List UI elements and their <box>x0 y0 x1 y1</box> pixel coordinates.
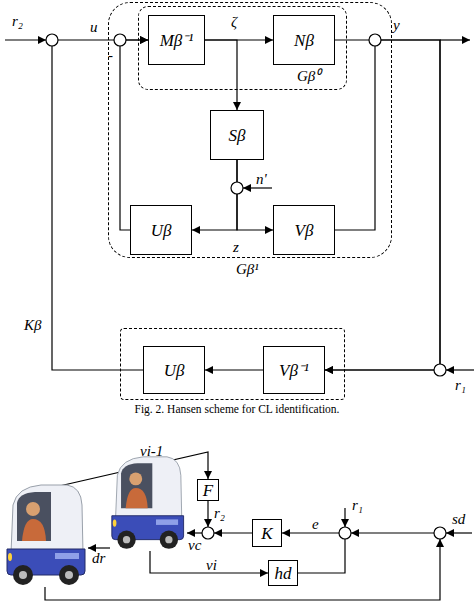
controller-block: K <box>252 519 282 547</box>
signal-label: r₁ <box>455 378 466 393</box>
transfer-block: Uβ <box>130 205 192 255</box>
noise-wire <box>243 187 272 188</box>
summing-junction <box>46 34 58 46</box>
signal-connector <box>325 40 440 370</box>
summing-junction <box>202 527 214 539</box>
block-label: Sβ <box>229 127 246 144</box>
signal-label: r₂ <box>214 506 225 521</box>
transfer-block: Mβ⁻¹ <box>148 15 205 65</box>
transfer-block: Vβ <box>273 205 335 255</box>
transfer-block: Uβ <box>143 346 205 394</box>
signal-wire <box>214 532 252 533</box>
block-label: Uβ <box>151 222 172 239</box>
signal-wire <box>351 532 434 533</box>
signal-label: u <box>90 20 98 35</box>
group-label: Gβ¹ <box>236 262 259 277</box>
signal-wire <box>207 501 208 527</box>
signal-connector <box>325 40 440 370</box>
input-wire <box>5 39 46 40</box>
summing-junction <box>434 364 446 376</box>
summing-junction <box>231 182 243 194</box>
block-label: Vβ⁻¹ <box>279 362 309 379</box>
signal-wires <box>5 40 474 600</box>
signal-wire <box>446 532 472 533</box>
block-label: F <box>203 482 213 499</box>
dashed-group: Gβ⁰ Mβ⁻¹ Nβ <box>138 6 347 90</box>
signal-connector <box>205 40 237 110</box>
signal-label: vi-1 <box>140 444 163 459</box>
signal-connector <box>205 369 263 370</box>
summing-junction <box>114 34 126 46</box>
signal-label: r₂ <box>12 14 23 29</box>
block-label: Mβ⁻¹ <box>160 32 194 49</box>
signal-wire <box>45 539 440 600</box>
signal-wire <box>344 508 345 527</box>
group-label: Gβ⁰ <box>297 69 320 84</box>
signal-label: n' <box>256 172 267 187</box>
output-wire <box>440 39 470 40</box>
edge-label: e <box>312 517 319 532</box>
summing-junction <box>434 527 446 539</box>
summing-junction <box>369 34 381 46</box>
signal-label: vc <box>188 538 201 553</box>
signal-connector <box>237 160 273 230</box>
summing-junction <box>339 527 351 539</box>
signal-label: sd <box>452 512 465 527</box>
transfer-block: Vβ⁻¹ <box>263 346 325 394</box>
spacing-block: hd <box>268 560 298 586</box>
controller-group: KβUβVβ⁻¹ <box>120 328 345 400</box>
filter-block: F <box>197 479 219 501</box>
block-label: Vβ <box>295 222 314 239</box>
transfer-block: Sβ <box>210 110 264 160</box>
signal-label: r₁ <box>352 498 363 513</box>
signal-connector <box>120 40 148 230</box>
signal-wire <box>150 551 268 573</box>
signal-connector <box>192 160 237 230</box>
lead-car <box>7 485 85 585</box>
group-label: Kβ <box>24 318 41 333</box>
block-label: Uβ <box>164 362 185 379</box>
block-label: Nβ <box>294 32 314 49</box>
summing-junctions <box>46 34 446 539</box>
transfer-block: Nβ <box>273 15 335 65</box>
signal-label: - <box>108 48 113 63</box>
input-wire <box>446 369 474 370</box>
block-label: hd <box>275 565 292 582</box>
signal-label: z <box>233 240 239 255</box>
dashed-group: Gβ¹Gβ⁰Mβ⁻¹NβSβUβVβ <box>108 2 392 258</box>
signal-label: vi <box>206 558 217 573</box>
signal-wire <box>187 532 202 533</box>
distance-wire <box>88 547 110 548</box>
connectors <box>52 40 440 573</box>
block-label: K <box>261 525 272 542</box>
follower-car <box>112 457 184 549</box>
caption: Fig. 2. Hansen scheme for CL identificat… <box>0 404 474 416</box>
signal-label: y <box>393 18 400 33</box>
edge-label: ζ <box>231 15 237 30</box>
signal-label: dr <box>92 551 105 566</box>
